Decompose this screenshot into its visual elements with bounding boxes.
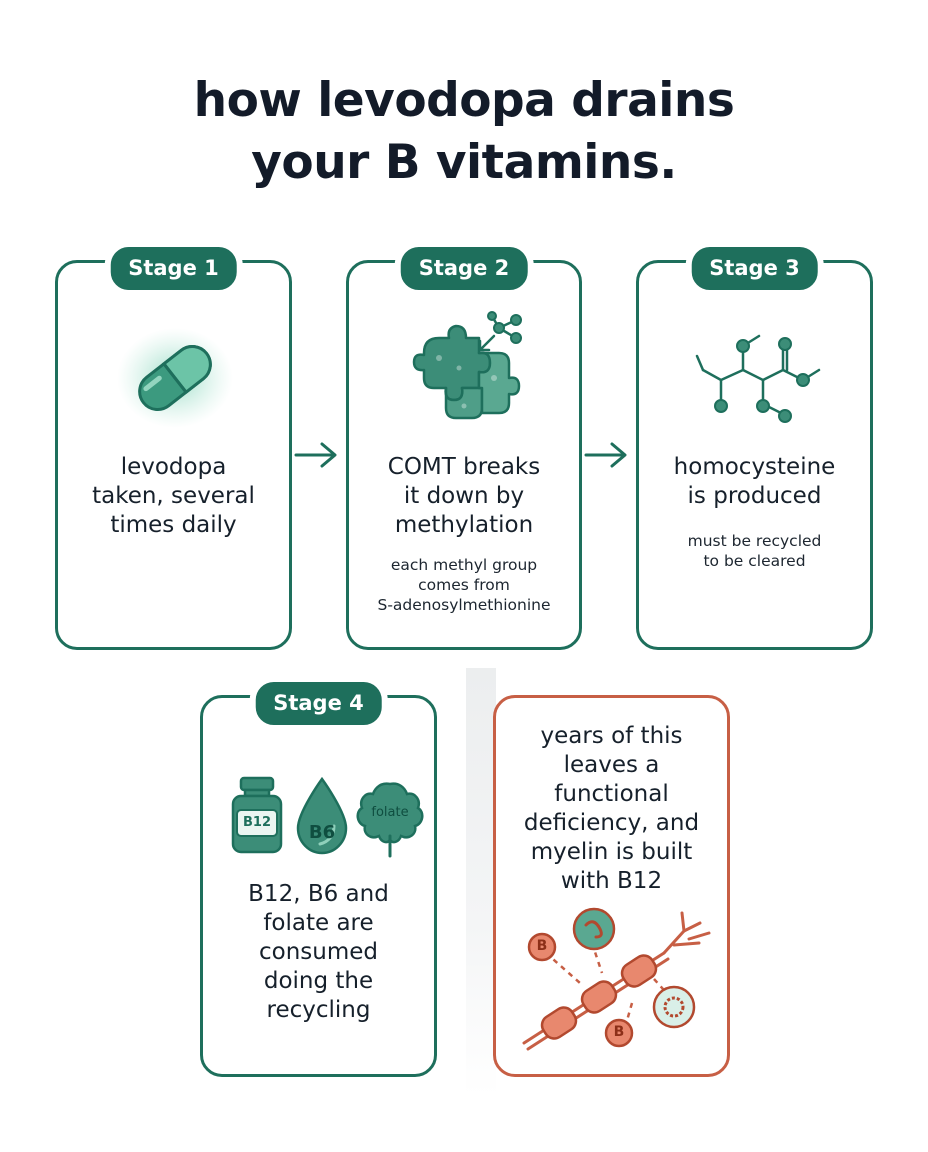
stage-3-text: homocysteine is produced xyxy=(673,454,836,509)
arrow-right-icon xyxy=(584,442,627,468)
b-vitamin-label-1: B xyxy=(536,938,548,954)
stage-3-card: Stage 3 homocysteine is xyxy=(636,241,873,650)
arrow-right-icon xyxy=(294,442,337,468)
stage-2-badge: Stage 2 xyxy=(394,241,534,296)
molecule-icon xyxy=(695,334,821,423)
stage-1-card: Stage 1 levodopa taken, several times da… xyxy=(55,241,292,650)
outcome-text: years of this leaves a functional defici… xyxy=(523,723,700,894)
divider-shadow xyxy=(466,668,496,1096)
stage-2-text: COMT breaks it down by methylation xyxy=(387,454,541,538)
stage-1-text: levodopa taken, several times daily xyxy=(92,454,255,538)
enzyme-puzzle-icon xyxy=(412,311,522,420)
b6-drop-icon xyxy=(296,776,348,855)
page-title: how levodopa drains your B vitamins. xyxy=(0,70,928,194)
stage-4-text: B12, B6 and folate are consumed doing th… xyxy=(248,881,389,1023)
outcome-card: years of this leaves a functional defici… xyxy=(493,695,730,1077)
stage-2-subtext: each methyl group comes from S-adenosylm… xyxy=(377,556,551,614)
myelin-nerve-icon xyxy=(522,907,711,1051)
capsule-icon xyxy=(117,328,233,428)
stage-2-card: Stage 2 COMT breaks it down by methylati… xyxy=(346,241,582,650)
folate-leaf-icon xyxy=(356,782,424,858)
b12-label: B12 xyxy=(243,815,271,830)
stage-4-badge: Stage 4 xyxy=(249,676,388,731)
stage-1-badge: Stage 1 xyxy=(104,241,243,296)
folate-label: folate xyxy=(371,805,409,820)
title-line-2: your B vitamins. xyxy=(251,135,677,190)
b6-label: B6 xyxy=(308,822,336,843)
stage-3-badge: Stage 3 xyxy=(685,241,824,296)
title-line-1: how levodopa drains xyxy=(193,73,735,128)
b12-bottle-icon xyxy=(231,776,283,854)
stage-3-subtext: must be recycled to be cleared xyxy=(687,532,822,570)
b-vitamin-label-2: B xyxy=(613,1024,625,1040)
stage-4-card: Stage 4 B12 B6 folate B12, B6 and folate… xyxy=(200,676,437,1077)
